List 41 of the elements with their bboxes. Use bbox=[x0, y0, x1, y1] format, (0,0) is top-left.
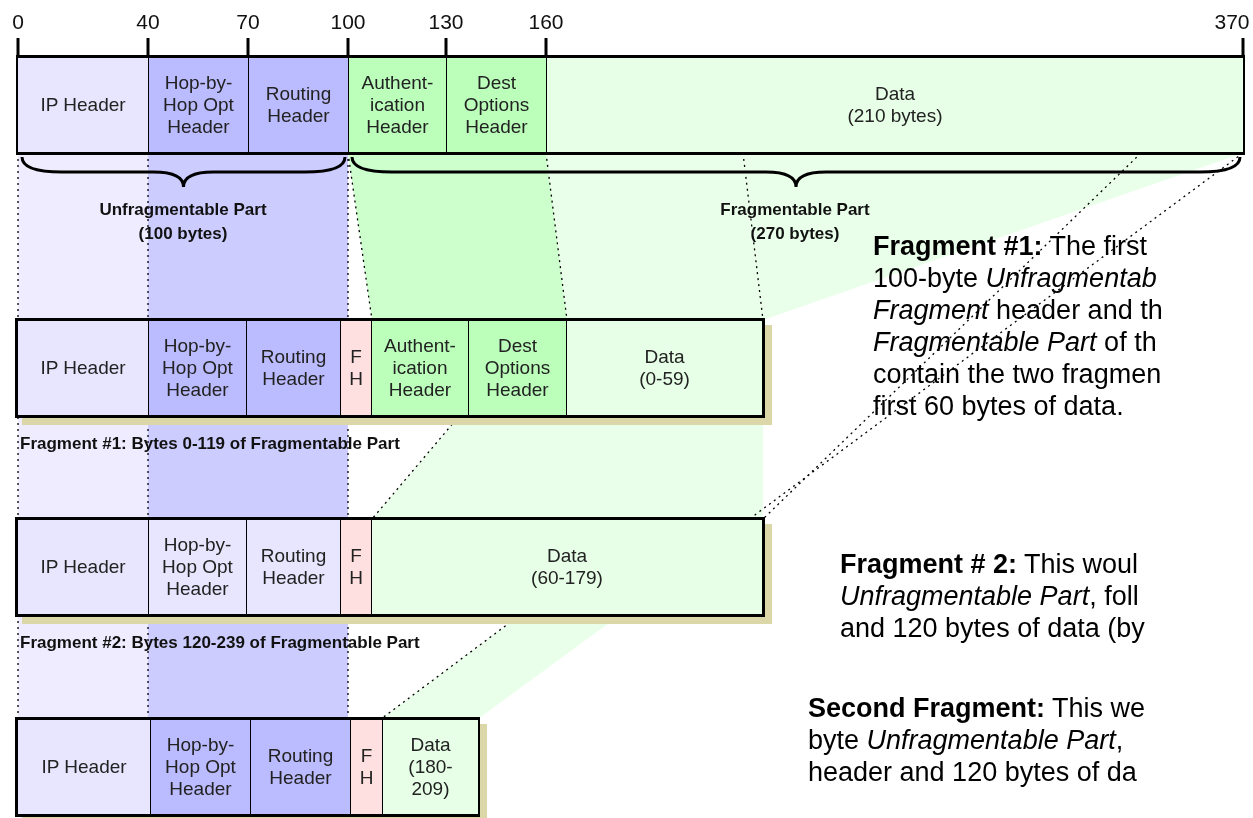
brace-label: Fragmentable Part (270 bytes) bbox=[719, 199, 871, 245]
header-field: IP Header bbox=[18, 321, 148, 415]
header-field: Hop-by- Hop Opt Header bbox=[148, 58, 248, 152]
header-field: IP Header bbox=[18, 720, 150, 814]
header-field: Data (0-59) bbox=[566, 321, 762, 415]
packet-frame bbox=[16, 55, 1245, 155]
header-field: F H bbox=[340, 321, 371, 415]
packet-frame bbox=[15, 517, 765, 617]
header-field: F H bbox=[340, 520, 371, 614]
header-field: Dest Options Header bbox=[446, 58, 546, 152]
header-field: Routing Header bbox=[248, 58, 348, 152]
fragment-caption: Fragment #2: Bytes 120-239 of Fragmentable Part bbox=[20, 633, 420, 653]
tick-label: 40 bbox=[136, 10, 160, 34]
tick-label: 160 bbox=[528, 10, 564, 34]
header-field: Hop-by- Hop Opt Header bbox=[148, 321, 246, 415]
packet-frame bbox=[15, 318, 765, 418]
header-field: Routing Header bbox=[250, 720, 350, 814]
tick-label: 100 bbox=[330, 10, 366, 34]
header-field: Hop-by- Hop Opt Header bbox=[150, 720, 250, 814]
tick-label: 130 bbox=[428, 10, 464, 34]
header-field: Data (180- 209) bbox=[382, 720, 478, 814]
explanation-paragraph: Second Fragment: This we byte Unfragmentable Part, header and 120 bytes of da bbox=[808, 692, 1146, 788]
header-field: Authent- ication Header bbox=[348, 58, 446, 152]
tick-label: 70 bbox=[236, 10, 260, 34]
header-field: Routing Header bbox=[246, 520, 340, 614]
header-field: Dest Options Header bbox=[468, 321, 566, 415]
header-field: IP Header bbox=[18, 520, 148, 614]
explanation-paragraph: Fragment # 2: This woul Unfragmentable Part, foll and 120 bytes of data (by bbox=[840, 548, 1145, 644]
fragment-caption: Fragment #1: Bytes 0-119 of Fragmentable Part bbox=[20, 434, 400, 454]
tick-label: 0 bbox=[12, 10, 24, 34]
header-field: IP Header bbox=[18, 58, 148, 152]
header-field: F H bbox=[350, 720, 382, 814]
header-field: Authent- ication Header bbox=[371, 321, 468, 415]
explanation-paragraph: Fragment #1: The first 100-byte Unfragmentab Fragment header and th Fragmentable Part of th contain the two fragmen first 60 bytes of data. bbox=[873, 230, 1163, 422]
brace-label: Unfragmentable Part (100 bytes) bbox=[98, 199, 268, 245]
header-field: Data (210 bytes) bbox=[546, 58, 1243, 152]
header-field: Hop-by- Hop Opt Header bbox=[148, 520, 246, 614]
tick-label: 370 bbox=[1214, 10, 1250, 34]
header-field: Data (60-179) bbox=[371, 520, 762, 614]
packet-frame bbox=[15, 717, 480, 817]
header-field: Routing Header bbox=[246, 321, 340, 415]
